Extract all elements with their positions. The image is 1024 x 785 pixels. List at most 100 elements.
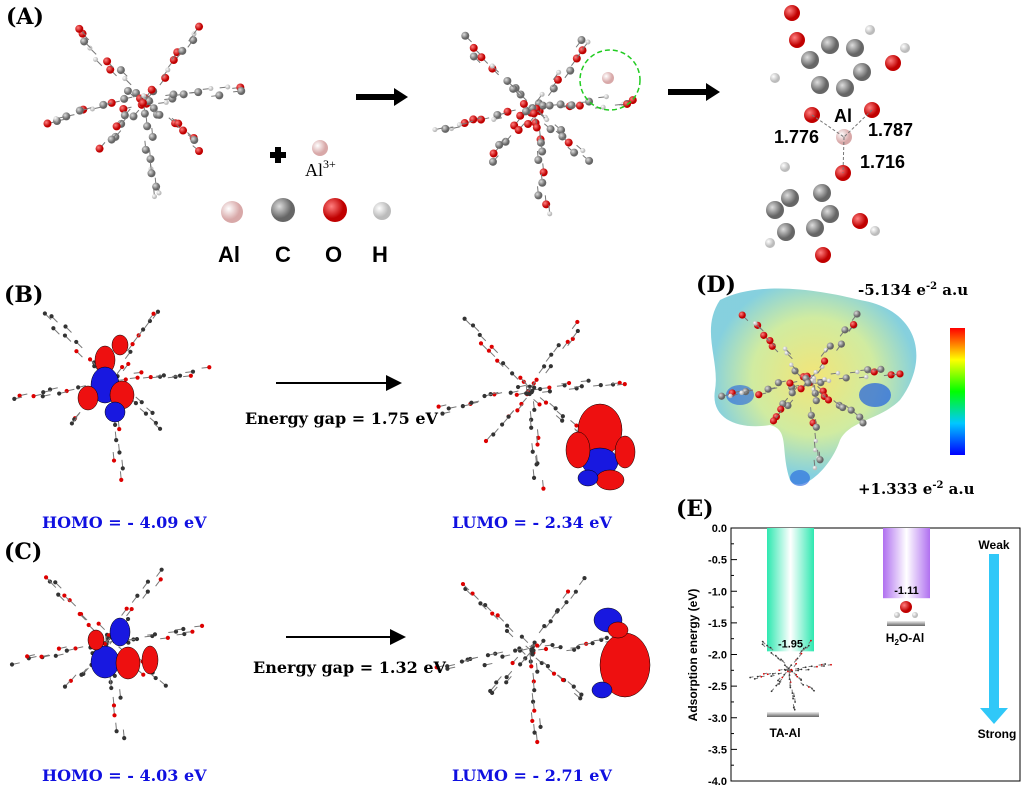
atom (792, 697, 794, 700)
atom (153, 675, 158, 681)
atom (553, 406, 558, 411)
atom (43, 575, 49, 580)
atom (770, 651, 773, 654)
bond-length-2: 1.787 (868, 120, 913, 140)
atom (579, 384, 584, 389)
legend-h-label: H (372, 242, 388, 267)
atom (195, 22, 204, 31)
atom (841, 326, 849, 334)
ta-adsorbed-molecule (749, 639, 832, 711)
atom (804, 646, 807, 649)
atom (141, 145, 150, 154)
atom (571, 684, 576, 689)
atom (57, 391, 62, 396)
atom (122, 76, 128, 82)
atom (777, 679, 779, 682)
atom (123, 377, 128, 382)
atom (117, 450, 122, 455)
atom (855, 369, 860, 375)
atom (134, 636, 140, 642)
atom-c (813, 184, 831, 202)
atom (530, 718, 535, 724)
atom (519, 99, 528, 108)
adsorption-energy-chart: 0.0-0.5-1.0-1.5-2.0-2.5-3.0-3.5-4.0 -1.9… (686, 523, 1021, 785)
al-coordination-detail (765, 5, 910, 263)
atom (566, 66, 575, 75)
atom (207, 365, 212, 370)
atom-o (789, 32, 805, 48)
atom (116, 66, 125, 75)
atom (178, 46, 187, 55)
panel-b-label: (B) (4, 282, 43, 308)
atom (99, 100, 108, 109)
atom (545, 664, 550, 669)
atom-c (821, 205, 839, 223)
atom (510, 660, 515, 666)
arrow-head-icon (706, 83, 720, 101)
atom (155, 309, 161, 314)
water-hydrogen-atom (894, 612, 900, 618)
atom (478, 341, 484, 346)
atom (488, 157, 497, 166)
atom (165, 67, 171, 73)
atom (74, 349, 79, 354)
atom (169, 55, 178, 64)
atom (225, 84, 231, 90)
al-ion-atom (312, 140, 328, 156)
atom (560, 418, 565, 423)
atom (62, 333, 68, 338)
atom (522, 107, 531, 116)
atom (188, 373, 193, 378)
lumo-energy-b: LUMO = - 2.34 eV (452, 513, 612, 532)
atom (545, 101, 554, 110)
atom (800, 668, 803, 671)
y-tick-label: 0.0 (712, 523, 727, 535)
bond-length-3: 1.716 (860, 152, 905, 172)
atom (574, 423, 579, 428)
atom (793, 695, 795, 698)
atom (174, 119, 183, 128)
atom (140, 109, 149, 118)
atom (151, 194, 157, 200)
atom (543, 646, 549, 652)
atom (120, 111, 129, 120)
atom (440, 411, 445, 416)
atom (804, 666, 807, 669)
atom (135, 375, 140, 380)
atom-c (846, 39, 864, 57)
atom (853, 310, 861, 318)
atom (531, 475, 537, 480)
atom (143, 122, 152, 131)
atom (575, 319, 580, 325)
atom (777, 672, 780, 675)
atom (461, 31, 470, 40)
atom (807, 668, 810, 671)
atom (151, 311, 156, 316)
atom (49, 314, 54, 319)
atom-c (811, 76, 829, 94)
atom (87, 357, 93, 362)
atom (789, 362, 794, 368)
strong-label: Strong (978, 727, 1017, 741)
atom (791, 367, 799, 375)
atom (514, 126, 523, 135)
atom (490, 611, 495, 616)
y-tick-label: -3.0 (708, 713, 727, 725)
atom (532, 123, 541, 132)
atom (124, 606, 129, 611)
atom (774, 654, 777, 657)
arrow-head-icon (394, 88, 408, 106)
atom (551, 671, 557, 676)
atom (56, 646, 62, 651)
energy-gap-b: Energy gap = 1.75 eV (245, 409, 439, 428)
esp-surface-map (710, 288, 917, 486)
atom (535, 669, 540, 674)
atom-c (766, 201, 784, 219)
esp-min-label: +1.333 e-2 a.u (858, 480, 975, 498)
atom (556, 69, 562, 75)
atom (114, 438, 119, 443)
atom (86, 622, 91, 628)
atom (129, 606, 134, 612)
negative-lobe (591, 681, 613, 699)
atom (779, 400, 787, 408)
